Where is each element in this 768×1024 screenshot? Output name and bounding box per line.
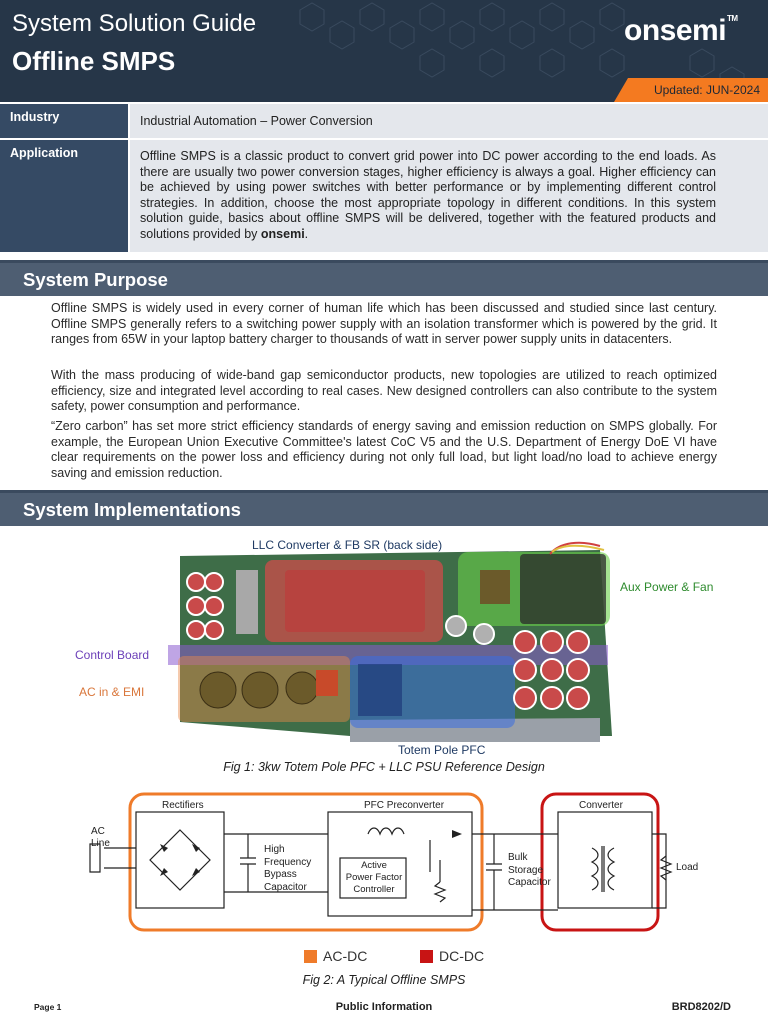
legend-swatch-ac-dc — [304, 949, 317, 963]
label-rectifiers: Rectifiers — [162, 800, 204, 811]
section-heading: System Purpose — [23, 269, 168, 290]
brand-name: onsemi — [260, 226, 305, 241]
legend-swatch-dc-dc — [420, 949, 433, 963]
label-bulk-capacitor: Bulk Storage Capacitor — [508, 852, 551, 888]
dc-dc-boundary — [540, 792, 660, 932]
doc-title: Offline SMPS — [12, 46, 176, 76]
label-aux: Aux Power & Fan — [620, 580, 714, 594]
industry-value: Industrial Automation – Power Conversion — [130, 104, 768, 138]
ac-dc-boundary — [128, 792, 484, 932]
figure-2-smps-diagram: Rectifiers PFC Preconverter Converter AC… — [0, 782, 768, 972]
psu-board-illustration — [168, 541, 612, 742]
purpose-paragraph-1: Offline SMPS is widely used in every cor… — [51, 301, 717, 347]
label-llc: LLC Converter & FB SR (back side) — [252, 538, 443, 552]
label-ac-emi: AC in & EMI — [79, 685, 145, 699]
label-ac-line: AC Line — [91, 826, 110, 849]
updated-badge: Updated: JUN-2024 — [614, 78, 768, 102]
application-value: Offline SMPS is a classic product to con… — [130, 140, 768, 252]
legend-ac-dc: AC-DC — [304, 948, 367, 964]
section-system-implementations: System Implementations — [0, 490, 768, 526]
classification: Public Information — [335, 1001, 433, 1013]
label-load: Load — [676, 862, 699, 873]
section-system-purpose: System Purpose — [0, 260, 768, 296]
label-pfc: Totem Pole PFC — [398, 743, 486, 757]
figure-2-caption: Fig 2: A Typical Offline SMPS — [302, 973, 466, 987]
figure-1-psu-photo: LLC Converter & FB SR (back side) Aux Po… — [0, 530, 768, 760]
page-footer: Page 1 Public Information BRD8202/D — [0, 1000, 768, 1020]
figure-1-caption: Fig 1: 3kw Totem Pole PFC + LLC PSU Refe… — [223, 760, 545, 774]
application-label: Application — [0, 140, 128, 252]
label-converter: Converter — [579, 800, 623, 811]
label-control-board: Control Board — [75, 648, 150, 662]
doc-kicker: System Solution Guide — [12, 10, 257, 37]
section-heading: System Implementations — [23, 499, 241, 520]
application-row: Application Offline SMPS is a classic pr… — [0, 140, 768, 252]
hexagon-pattern — [299, 2, 745, 96]
smps-block-diagram — [89, 792, 673, 932]
purpose-paragraph-3: “Zero carbon” has set more strict effici… — [51, 419, 717, 480]
label-pfc-preconverter: PFC Preconverter — [364, 800, 445, 811]
label-active-pfc-controller: Active Power Factor Controller — [345, 860, 403, 895]
legend-dc-dc: DC-DC — [420, 948, 484, 964]
purpose-paragraph-2: With the mass producing of wide-band gap… — [51, 368, 717, 414]
onsemi-logo: onsemiTM — [624, 14, 738, 47]
header-banner: System Solution Guide Offline SMPS onsem… — [0, 0, 768, 102]
label-hf-capacitor: High Frequency Bypass Capacitor — [264, 844, 312, 893]
page-number: Page 1 — [34, 1002, 62, 1012]
industry-label: Industry — [0, 104, 128, 138]
industry-row: Industry Industrial Automation – Power C… — [0, 104, 768, 138]
doc-code: BRD8202/D — [671, 1001, 731, 1013]
